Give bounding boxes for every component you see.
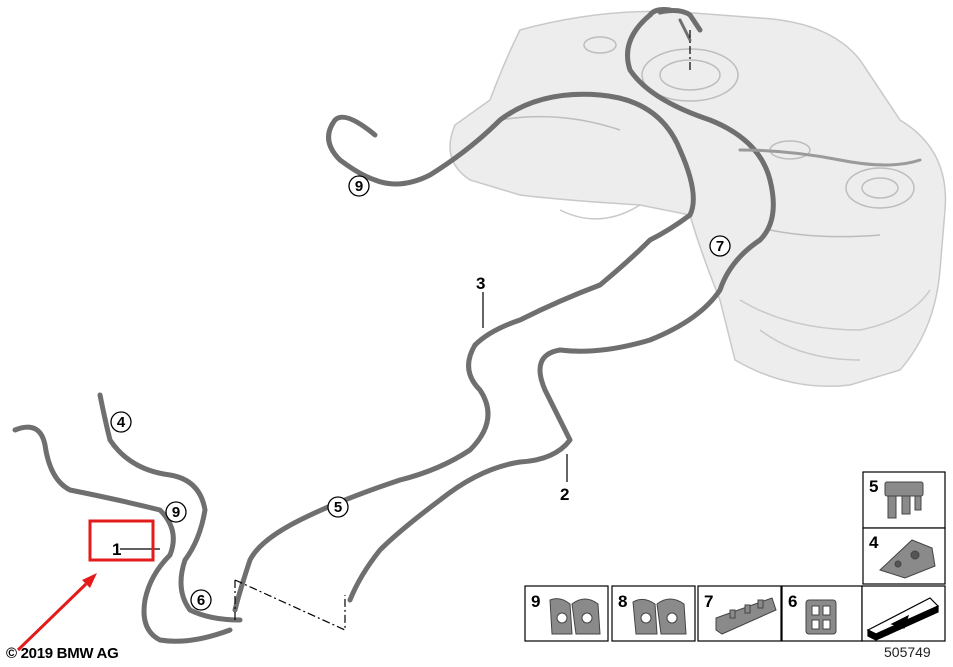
svg-text:9: 9	[172, 504, 180, 521]
highlight-box	[88, 519, 155, 562]
pipe-4	[97, 392, 243, 623]
callout-5: 5	[327, 496, 349, 518]
legend-tile-8: 8	[611, 585, 696, 642]
legend-tile-7: 7	[697, 585, 782, 642]
highlight-arrow	[16, 573, 97, 652]
copyright-notice: © 2019 BMW AG	[6, 645, 119, 662]
label-item-1: 1	[112, 540, 121, 559]
svg-text:9: 9	[355, 178, 363, 195]
pipe-9-top	[326, 91, 696, 348]
svg-text:7: 7	[716, 238, 724, 255]
clip-4-icon	[879, 539, 936, 579]
callout-9-top: 9	[348, 175, 370, 197]
svg-text:7: 7	[704, 592, 713, 611]
part-pointer-icon	[866, 597, 940, 641]
legend-tile-4: 4	[862, 527, 946, 585]
svg-text:4: 4	[117, 414, 126, 431]
svg-text:5: 5	[869, 477, 878, 496]
callout-4: 4	[110, 411, 132, 433]
callout-9-left: 9	[165, 501, 187, 523]
svg-text:6: 6	[197, 592, 205, 609]
diagram-number: 505749	[884, 644, 931, 660]
legend-tile-small-parts	[861, 585, 946, 642]
svg-text:4: 4	[869, 533, 879, 552]
clip-9-icon	[549, 598, 601, 635]
reference-lines	[234, 30, 691, 631]
legend-tile-6: 6	[781, 585, 863, 642]
callout-7: 7	[709, 235, 731, 257]
clip-5-icon	[884, 481, 924, 519]
label-item-2: 2	[560, 485, 569, 504]
fuel-pipes	[12, 7, 922, 644]
legend-tile-9: 9	[524, 585, 609, 642]
pipe-3	[232, 342, 491, 613]
pipe-9-left	[12, 424, 233, 644]
svg-text:6: 6	[788, 592, 797, 611]
callout-6: 6	[190, 589, 212, 611]
label-item-3: 3	[476, 274, 485, 293]
svg-text:9: 9	[531, 592, 540, 611]
clip-8-icon	[632, 598, 687, 635]
svg-text:5: 5	[334, 499, 342, 516]
pipe-7	[347, 12, 776, 603]
fuel-tank	[449, 10, 947, 387]
clip-6-icon	[805, 599, 837, 635]
svg-text:8: 8	[618, 592, 627, 611]
clip-7-icon	[715, 597, 777, 635]
legend-tile-5: 5	[862, 471, 946, 529]
